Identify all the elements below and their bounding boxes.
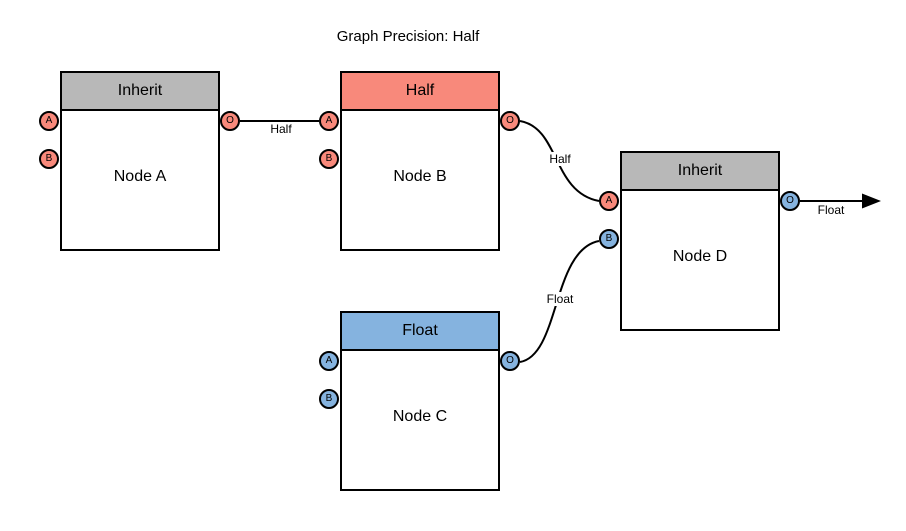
node-d-precision-badge: Inherit <box>620 151 780 191</box>
edge-c-to-d-label: Float <box>538 292 582 306</box>
node-b-input-port-a: A <box>319 111 339 131</box>
node-a-label: Node A <box>113 168 167 185</box>
node-c-precision-badge: Float <box>340 311 500 351</box>
node-a-precision-badge: Inherit <box>60 71 220 111</box>
node-c-label: Node C <box>392 408 448 425</box>
node-b-input-port-b: B <box>319 149 339 169</box>
node-d-label: Node D <box>672 248 728 265</box>
arrowhead-icon <box>862 193 881 209</box>
node-c: Float Node C A B O <box>319 311 520 491</box>
node-b-output-port: O <box>500 111 520 131</box>
node-b: Half Node B A B O <box>319 71 520 251</box>
edge-d-output-label: Float <box>809 203 853 217</box>
node-d-input-port-a: A <box>599 191 619 211</box>
node-b-precision-badge: Half <box>340 71 500 111</box>
node-c-input-port-b: B <box>319 389 339 409</box>
node-b-label: Node B <box>393 168 447 185</box>
node-d: Inherit Node D A B O <box>599 151 800 331</box>
edge-a-to-b-label: Half <box>259 122 303 136</box>
node-a-input-port-b: B <box>39 149 59 169</box>
node-d-output-port: O <box>780 191 800 211</box>
diagram-title: Graph Precision: Half <box>336 28 480 45</box>
node-a: Inherit Node A A B O <box>39 71 240 251</box>
edge-b-to-d-label: Half <box>538 152 582 166</box>
node-a-input-port-a: A <box>39 111 59 131</box>
node-d-input-port-b: B <box>599 229 619 249</box>
node-c-input-port-a: A <box>319 351 339 371</box>
node-c-output-port: O <box>500 351 520 371</box>
node-a-output-port: O <box>220 111 240 131</box>
